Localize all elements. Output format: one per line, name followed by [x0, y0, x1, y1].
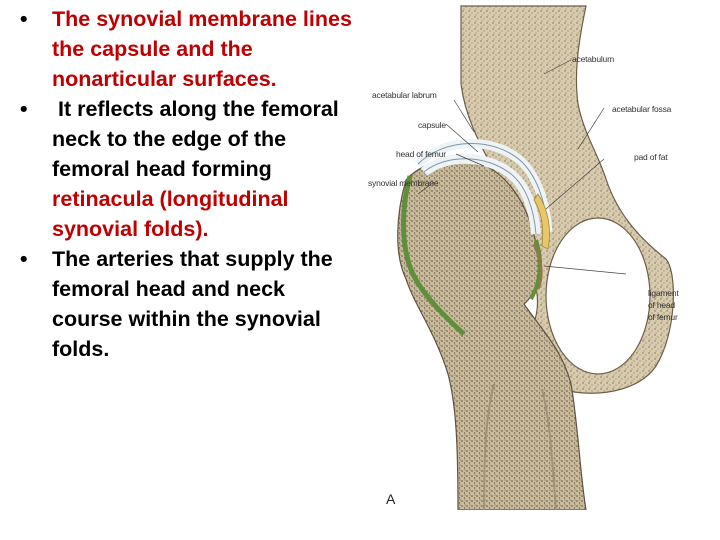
label-ligament-line1: ligament — [648, 288, 679, 298]
label-acetabular-fossa: acetabular fossa — [612, 104, 672, 114]
bullet-marker: • — [20, 97, 28, 121]
label-capsule: capsule — [418, 120, 446, 130]
bullet-list: • The synovial membrane lines the capsul… — [20, 4, 360, 364]
medullary-cavity — [483, 383, 557, 510]
label-ligament-line2: of head — [648, 300, 675, 310]
bullet-marker: • — [20, 7, 28, 31]
bullet-marker: • — [20, 247, 28, 271]
synovial-membrane — [401, 175, 466, 336]
bullet-2: • It reflects along the femoral neck to … — [20, 94, 360, 244]
label-synovial-membrane: synovial membrane — [368, 178, 439, 188]
label-head-of-femur: head of femur — [396, 149, 446, 159]
obturator-foramen — [545, 217, 651, 375]
fat-pad — [533, 193, 550, 250]
femur-bone — [397, 158, 587, 510]
hip-joint-illustration: acetabulum acetabular labrum acetabular … — [368, 5, 680, 510]
ligament-of-head — [532, 243, 543, 290]
label-acetabulum: acetabulum — [572, 54, 614, 64]
label-pad-of-fat: pad of fat — [634, 152, 668, 162]
bullet-1: • The synovial membrane lines the capsul… — [20, 4, 360, 94]
bullet-2-highlight: retinacula (longitudinal synovial folds)… — [52, 187, 289, 241]
bullet-3: • The arteries that supply the femoral h… — [20, 244, 360, 364]
label-ligament-line3: of femur — [648, 312, 678, 322]
bullet-2-text: It reflects along the femoral neck to th… — [52, 97, 345, 181]
leader-lines — [417, 59, 627, 275]
panel-letter: A — [386, 491, 396, 507]
bullet-1-text: The synovial membrane lines the capsule … — [52, 7, 352, 91]
bullet-3-text: The arteries that supply the femoral hea… — [52, 247, 333, 361]
label-acetabular-labrum: acetabular labrum — [372, 90, 437, 100]
